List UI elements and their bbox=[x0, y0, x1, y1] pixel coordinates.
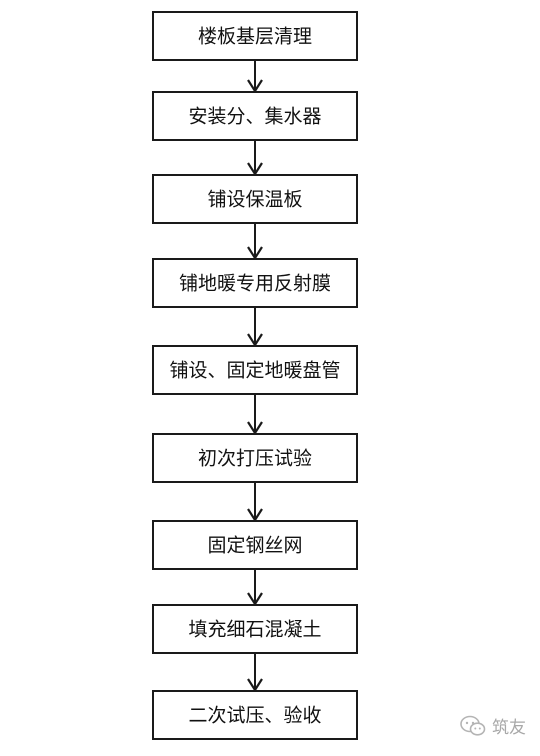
flow-step-label: 铺设、固定地暖盘管 bbox=[169, 360, 340, 382]
flow-step-label: 二次试压、验收 bbox=[188, 705, 321, 727]
flow-step-label: 填充细石混凝土 bbox=[188, 619, 321, 641]
flow-step: 铺设、固定地暖盘管 bbox=[152, 345, 358, 395]
flow-arrow bbox=[247, 653, 263, 693]
flow-arrow bbox=[247, 569, 263, 607]
flow-arrow bbox=[247, 307, 263, 348]
flow-step: 铺设保温板 bbox=[152, 174, 358, 224]
watermark: 筑友 bbox=[460, 713, 526, 738]
flow-step-box bbox=[152, 690, 358, 740]
flow-step: 楼板基层清理 bbox=[152, 11, 358, 61]
flow-arrow bbox=[247, 140, 263, 177]
flow-step-label: 安装分、集水器 bbox=[188, 106, 321, 128]
flow-step-box bbox=[152, 91, 358, 141]
flow-step: 二次试压、验收 bbox=[152, 690, 358, 740]
watermark-text: 筑友 bbox=[492, 718, 526, 738]
flow-step-label: 楼板基层清理 bbox=[198, 26, 312, 48]
flow-step-box bbox=[152, 345, 358, 395]
flow-step-label: 铺地暖专用反射膜 bbox=[179, 273, 331, 295]
flow-step-box bbox=[152, 604, 358, 654]
flow-step-label: 固定钢丝网 bbox=[207, 535, 302, 557]
flow-step-box bbox=[152, 11, 358, 61]
flow-step: 固定钢丝网 bbox=[152, 520, 358, 570]
flow-step: 安装分、集水器 bbox=[152, 91, 358, 141]
flow-step: 初次打压试验 bbox=[152, 433, 358, 483]
flow-step: 填充细石混凝土 bbox=[152, 604, 358, 654]
flow-step-box bbox=[152, 520, 358, 570]
flow-step-label: 初次打压试验 bbox=[198, 448, 312, 470]
flow-step-label: 铺设保温板 bbox=[207, 189, 302, 211]
flow-step-box bbox=[152, 433, 358, 483]
flow-step-box bbox=[152, 174, 358, 224]
flow-arrow bbox=[247, 482, 263, 523]
flow-arrow bbox=[247, 60, 263, 94]
flow-step: 铺地暖专用反射膜 bbox=[152, 258, 358, 308]
flow-arrow bbox=[247, 394, 263, 436]
wechat-icon bbox=[460, 715, 486, 736]
flow-arrow bbox=[247, 223, 263, 261]
